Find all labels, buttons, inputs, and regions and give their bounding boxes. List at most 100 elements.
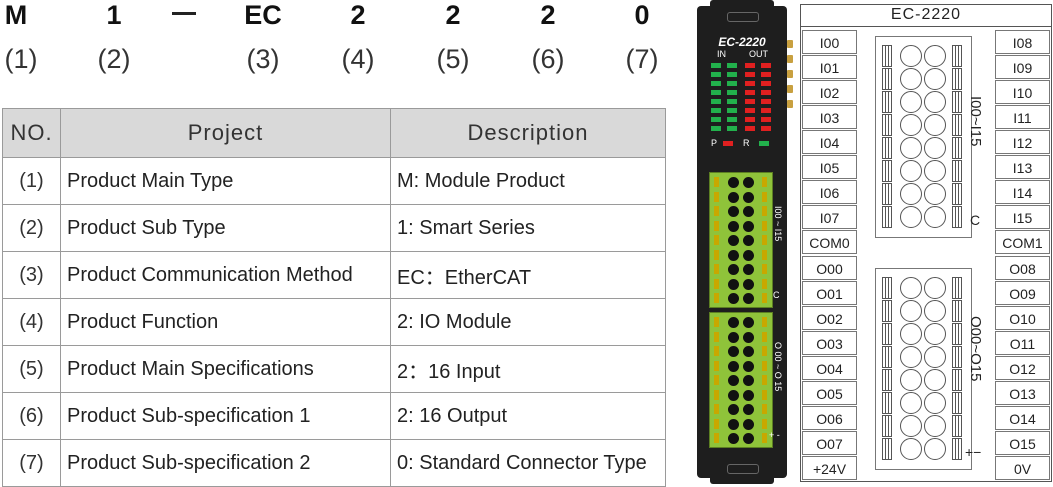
terminal-release-icon <box>762 293 767 303</box>
connector-hole-icon <box>900 160 922 182</box>
pin-label: I10 <box>995 80 1050 104</box>
terminal-hole-icon <box>743 293 754 304</box>
status-led-icon <box>745 90 755 95</box>
terminal-release-icon <box>714 235 719 245</box>
terminal-release-icon <box>762 235 767 245</box>
c-label: C <box>773 290 780 300</box>
code-index: (4) <box>341 44 375 74</box>
terminal-release-icon <box>762 249 767 260</box>
row-project: Product Sub-specification 1 <box>60 392 391 440</box>
connector-hole-icon <box>900 392 922 414</box>
input-connector <box>875 36 972 238</box>
pin-label: O10 <box>995 306 1050 330</box>
terminal-hole-icon <box>743 404 754 415</box>
terminal-release-icon <box>714 433 719 443</box>
pin-label: O13 <box>995 381 1050 405</box>
terminal-release-icon <box>714 191 719 202</box>
connector-slot-icon <box>952 45 962 67</box>
terminal-release-icon <box>714 418 719 429</box>
pin-label: O01 <box>802 281 857 305</box>
pin-label: O05 <box>802 381 857 405</box>
code-index: (3) <box>246 44 280 74</box>
row-desc: 2: 16 Output <box>390 392 666 440</box>
connector-slot-icon <box>952 137 962 159</box>
terminal-hole-icon <box>728 389 739 401</box>
terminal-release-icon <box>762 191 767 202</box>
terminal-release-icon <box>714 177 719 187</box>
side-contact-icon <box>787 100 793 108</box>
status-led-icon <box>761 72 771 77</box>
status-led-icon <box>761 99 771 104</box>
connector-slot-icon <box>952 277 962 299</box>
pin-label: I09 <box>995 55 1050 79</box>
status-led-icon <box>711 63 721 68</box>
pin-label: O07 <box>802 431 857 455</box>
pin-label: O14 <box>995 406 1050 430</box>
status-led-icon <box>745 108 755 113</box>
row-no: (4) <box>2 298 61 346</box>
code-letter: M <box>4 0 28 30</box>
code-letter: 1 <box>106 0 122 30</box>
terminal-release-icon <box>762 404 767 414</box>
row-desc: 2：16 Input <box>390 345 666 393</box>
status-led-icon <box>727 108 737 113</box>
connector-slot-icon <box>952 369 962 391</box>
status-led-icon <box>711 72 721 77</box>
input-range-label: I00 ~ I15 <box>773 206 783 242</box>
pin-label: I13 <box>995 155 1050 179</box>
connector-slot-icon <box>882 45 892 67</box>
terminal-hole-icon <box>743 346 754 357</box>
terminal-release-icon <box>714 220 719 231</box>
terminal-release-icon <box>762 346 767 356</box>
terminal-release-icon <box>762 433 767 443</box>
row-project: Product Main Type <box>60 157 391 205</box>
module-top-latch <box>710 0 774 10</box>
connector-slot-icon <box>882 392 892 414</box>
output-connector <box>875 268 972 470</box>
terminal-hole-icon <box>743 433 754 444</box>
status-led-icon <box>711 81 721 86</box>
row-desc: 0: Standard Connector Type <box>390 439 666 487</box>
connector-hole-icon <box>900 277 922 299</box>
connector-hole-icon <box>924 323 946 345</box>
terminal-hole-icon <box>743 249 754 261</box>
terminal-hole-icon <box>728 249 739 261</box>
code-index: (6) <box>531 44 565 74</box>
pin-diagram <box>800 4 1052 482</box>
pin-label: I12 <box>995 130 1050 154</box>
row-project: Product Sub Type <box>60 204 391 252</box>
connector-hole-icon <box>924 160 946 182</box>
status-led-icon <box>745 72 755 77</box>
connector-hole-icon <box>924 415 946 437</box>
terminal-hole-icon <box>743 389 754 401</box>
terminal-hole-icon <box>743 278 754 290</box>
terminal-release-icon <box>762 220 767 231</box>
connector-slot-icon <box>952 300 962 322</box>
terminal-release-icon <box>762 317 767 327</box>
spec-table: NO. Project Description (1)Product Main … <box>2 108 666 487</box>
connector-hole-icon <box>900 183 922 205</box>
connector-hole-icon <box>900 346 922 368</box>
terminal-hole-icon <box>728 220 739 232</box>
terminal-hole-icon <box>728 404 739 415</box>
connector-hole-icon <box>900 68 922 90</box>
pin-label: O09 <box>995 281 1050 305</box>
terminal-hole-icon <box>743 264 754 275</box>
pin-label: 0V <box>995 456 1050 480</box>
terminal-release-icon <box>762 206 767 216</box>
connector-slot-icon <box>952 91 962 113</box>
terminal-hole-icon <box>728 264 739 275</box>
pin-label: O04 <box>802 356 857 380</box>
header-project: Project <box>60 108 391 158</box>
side-contact-icon <box>787 70 793 78</box>
terminal-hole-icon <box>728 235 739 246</box>
terminal-release-icon <box>762 264 767 274</box>
status-led-icon <box>745 63 755 68</box>
pin-label: I11 <box>995 105 1050 129</box>
terminal-hole-icon <box>743 317 754 328</box>
pin-diagram-title: EC-2220 <box>800 4 1052 27</box>
row-desc: M: Module Product <box>390 157 666 205</box>
row-no: (1) <box>2 157 61 205</box>
